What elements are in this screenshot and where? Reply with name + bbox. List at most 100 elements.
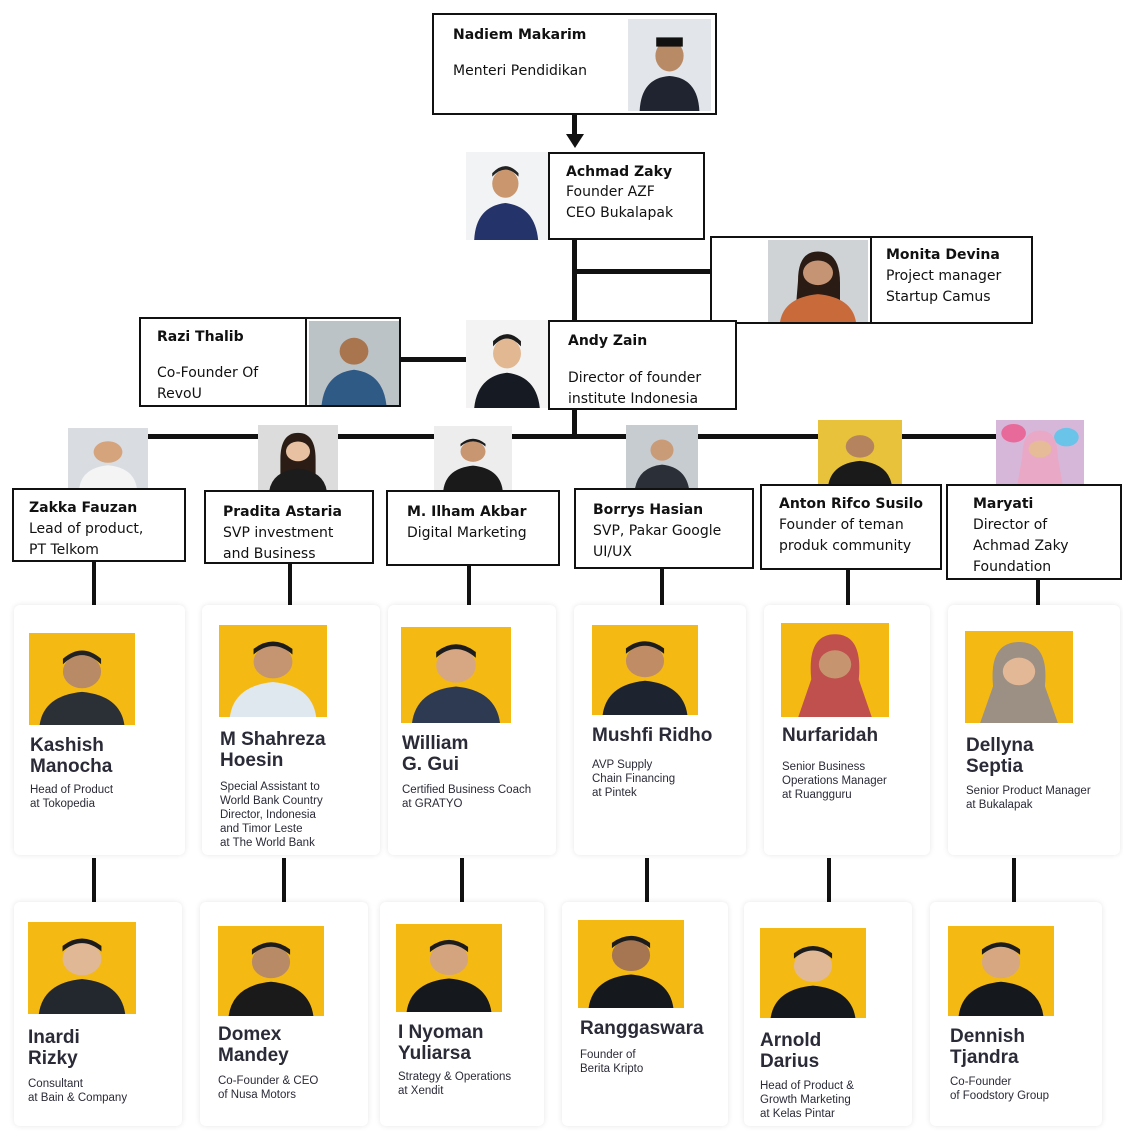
node-andy-role2: institute Indonesia [568, 391, 699, 407]
leader-name: Borrys Hasian [593, 502, 704, 518]
leader-name: Anton Rifco Susilo [779, 496, 924, 512]
portrait-icon [626, 425, 698, 491]
leader-box-1: Zakka Fauzan Lead of product, PT Telkom [12, 488, 186, 562]
node-razi-role1: Co-Founder Of [157, 365, 259, 381]
row-line-1 [92, 858, 96, 902]
portrait-icon [309, 321, 399, 405]
leader-card-line-1 [92, 560, 96, 608]
card-description: Special Assistant to World Bank Country … [220, 781, 323, 849]
leader-role: Founder of teman [779, 517, 904, 533]
card-name: Inardi Rizky [28, 1027, 80, 1069]
leader-card-line-2 [288, 563, 292, 607]
card-name: M Shahreza Hoesin [220, 729, 326, 771]
leader-role: Achmad Zaky [973, 538, 1069, 554]
node-monita-name: Monita Devina [886, 247, 1000, 263]
leader-name: Pradita Astaria [223, 504, 342, 520]
portrait-icon [628, 19, 711, 111]
profile-card: Arnold Darius Head of Product & Growth M… [744, 902, 912, 1126]
leader-box-4: Borrys Hasian SVP, Pakar Google UI/UX [574, 488, 754, 569]
node-andy: Andy Zain Director of founder institute … [548, 320, 737, 410]
portrait-icon [219, 625, 327, 717]
profile-card: I Nyoman Yuliarsa Strategy & Operations … [380, 902, 544, 1126]
profile-card: Kashish Manocha Head of Product at Tokop… [14, 605, 185, 855]
card-name: William G. Gui [402, 733, 469, 775]
node-razi: Razi Thalib Co-Founder Of RevoU [139, 317, 401, 407]
node-andy-name: Andy Zain [568, 333, 648, 349]
portrait-icon [578, 920, 684, 1008]
node-top-name: Nadiem Makarim [453, 27, 587, 43]
portrait-icon [218, 926, 324, 1016]
node-razi-name: Razi Thalib [157, 329, 244, 345]
portrait-icon [965, 631, 1073, 723]
node-monita-role1: Project manager [886, 268, 1002, 284]
leader-role: PT Telkom [29, 542, 99, 558]
row-line-2 [282, 858, 286, 902]
card-description: Strategy & Operations at Xendit [398, 1071, 512, 1097]
profile-card: Dennish Tjandra Co-Founder of Foodstory … [930, 902, 1102, 1126]
profile-card: William G. Gui Certified Business Coach … [388, 605, 556, 855]
leader-role: SVP investment [223, 525, 334, 541]
leader-name: Maryati [973, 496, 1034, 512]
node-razi-role2: RevoU [157, 386, 202, 402]
connector-zaky-andy [572, 238, 577, 322]
profile-card: Ranggaswara Founder of Berita Kripto [562, 902, 728, 1126]
profile-card: Dellyna Septia Senior Product Manager at… [948, 605, 1120, 855]
row-line-5 [827, 858, 831, 902]
leader-name: M. Ilham Akbar [407, 504, 527, 520]
portrait-icon [434, 426, 512, 490]
portrait-icon [996, 420, 1084, 486]
card-name: Ranggaswara [580, 1018, 704, 1039]
card-description: Founder of Berita Kripto [580, 1049, 644, 1075]
connector-horizontal-bus [102, 434, 1042, 439]
card-description: Head of Product at Tokopedia [30, 784, 114, 810]
leader-box-5: Anton Rifco Susilo Founder of teman prod… [760, 484, 942, 570]
row-line-3 [460, 858, 464, 902]
row-line-4 [645, 858, 649, 902]
portrait-icon [68, 428, 148, 488]
card-name: Kashish Manocha [30, 735, 113, 777]
portrait-icon [466, 320, 548, 408]
row-line-6 [1012, 858, 1016, 902]
card-name: Arnold Darius [760, 1030, 822, 1072]
profile-card: Inardi Rizky Consultant at Bain & Compan… [14, 902, 182, 1126]
node-zaky-role2: CEO Bukalapak [566, 205, 674, 221]
portrait-icon [396, 924, 502, 1012]
leader-role: SVP, Pakar Google [593, 523, 722, 539]
card-name: Domex Mandey [218, 1024, 289, 1066]
leader-name: Zakka Fauzan [29, 500, 138, 516]
card-description: Head of Product & Growth Marketing at Ke… [760, 1080, 854, 1120]
node-andy-role1: Director of founder [568, 370, 702, 386]
node-zaky: Achmad Zaky Founder AZF CEO Bukalapak [548, 152, 705, 240]
card-description: Senior Product Manager at Bukalapak [966, 785, 1091, 811]
arrow-down-icon [566, 134, 584, 148]
profile-card: Nurfaridah Senior Business Operations Ma… [764, 605, 930, 855]
leader-role: Director of [973, 517, 1048, 533]
leader-role: UI/UX [593, 544, 632, 560]
portrait-icon [760, 928, 866, 1018]
card-description: Senior Business Operations Manager at Ru… [782, 761, 887, 801]
profile-card: Domex Mandey Co-Founder & CEO of Nusa Mo… [200, 902, 368, 1126]
card-description: AVP Supply Chain Financing at Pintek [592, 759, 676, 799]
node-monita: Monita Devina Project manager Startup Ca… [710, 236, 1033, 324]
card-description: Certified Business Coach at GRATYO [402, 784, 532, 810]
node-monita-role2: Startup Camus [886, 289, 991, 305]
portrait-icon [948, 926, 1054, 1016]
leader-card-line-3 [467, 564, 471, 608]
card-name: Dennish Tjandra [950, 1026, 1025, 1068]
leader-role: produk community [779, 538, 912, 554]
card-description: Co-Founder & CEO of Nusa Motors [218, 1075, 319, 1101]
leader-role: and Business [223, 546, 316, 562]
connector-monita [572, 269, 712, 274]
connector-andy-down [572, 408, 577, 438]
card-description: Co-Founder of Foodstory Group [950, 1076, 1050, 1102]
leader-card-line-4 [660, 567, 664, 607]
leader-role: Foundation [973, 559, 1052, 575]
node-zaky-name: Achmad Zaky [566, 164, 673, 180]
leader-role: Digital Marketing [407, 525, 527, 541]
portrait-icon [29, 633, 135, 725]
card-name: I Nyoman Yuliarsa [398, 1022, 484, 1064]
node-zaky-role1: Founder AZF [566, 184, 655, 200]
leader-role: Lead of product, [29, 521, 144, 537]
portrait-icon [592, 625, 698, 715]
leader-box-3: M. Ilham Akbar Digital Marketing [386, 490, 560, 566]
